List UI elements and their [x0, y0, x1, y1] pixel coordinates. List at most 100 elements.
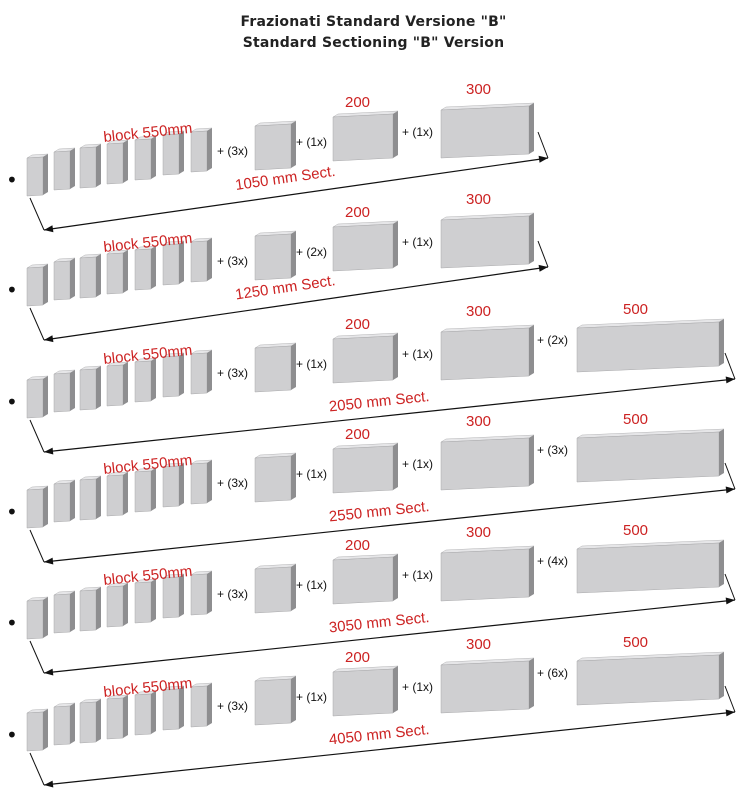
- block-150: [254, 675, 297, 726]
- block-150: [254, 452, 297, 503]
- label-200: 200: [345, 204, 370, 221]
- block-550-rib: [53, 369, 76, 413]
- section-length-label: 2550 mm Sect.: [328, 498, 430, 526]
- block-200: [332, 110, 399, 162]
- block-550-rib: [53, 257, 76, 301]
- block-500: [576, 428, 725, 483]
- block-300: [440, 212, 535, 269]
- block-550-rib: [162, 685, 185, 731]
- multiplier-300: + (1x): [402, 568, 433, 582]
- block-550-rib: [106, 471, 129, 517]
- block-300: [440, 545, 535, 602]
- block-550-rib: [79, 365, 102, 411]
- bullet-dot: •: [6, 168, 18, 192]
- section-length-label: 4050 mm Sect.: [328, 721, 430, 749]
- multiplier-300: + (1x): [402, 235, 433, 249]
- block-550-rib: [106, 139, 129, 185]
- block-550-rib: [162, 130, 185, 176]
- block-550-rib: [190, 570, 213, 616]
- label-300: 300: [466, 413, 491, 430]
- section-row: •block 550mm+ (3x)+ (1x)200+ (1x)300+ (4…: [6, 522, 736, 676]
- bullet-dot: •: [6, 390, 18, 414]
- block-550-rib: [26, 153, 49, 197]
- dimension-line: [29, 352, 736, 455]
- block-550-rib: [162, 462, 185, 508]
- bullet-dot: •: [6, 723, 18, 747]
- block-300: [440, 657, 535, 714]
- section-length-label: 3050 mm Sect.: [328, 609, 430, 637]
- block-500: [576, 318, 725, 373]
- block-550-rib: [79, 586, 102, 632]
- block-200: [332, 442, 399, 494]
- multiplier-300: + (1x): [402, 457, 433, 471]
- block-200: [332, 220, 399, 272]
- block-500: [576, 539, 725, 594]
- block-550-rib: [79, 253, 102, 299]
- block-550-rib: [53, 147, 76, 191]
- dimension-line: [29, 573, 736, 676]
- block-550-rib: [134, 578, 157, 624]
- multiplier-300: + (1x): [402, 347, 433, 361]
- page-subtitle: Standard Sectioning "B" Version: [242, 35, 505, 51]
- block-550-rib: [26, 375, 49, 419]
- block-550-rib: [79, 698, 102, 744]
- multiplier-200: + (1x): [296, 578, 327, 592]
- dimension-line: [29, 685, 736, 788]
- multiplier-150: + (3x): [217, 144, 248, 158]
- block-550-rib: [134, 357, 157, 403]
- section-length-label: 2050 mm Sect.: [328, 388, 430, 416]
- multiplier-200: + (2x): [296, 245, 327, 259]
- block-150: [254, 120, 297, 171]
- dimension-line: [29, 462, 736, 565]
- multiplier-300: + (1x): [402, 125, 433, 139]
- label-500: 500: [623, 522, 648, 539]
- multiplier-200: + (1x): [296, 357, 327, 371]
- block-550-rib: [134, 690, 157, 736]
- label-500: 500: [623, 634, 648, 651]
- section-row: •block 550mm+ (3x)+ (1x)200+ (1x)300+ (2…: [6, 301, 736, 455]
- multiplier-500: + (4x): [537, 554, 568, 568]
- bullet-dot: •: [6, 611, 18, 635]
- section-row: •block 550mm+ (3x)+ (1x)200+ (1x)3001050…: [6, 81, 549, 233]
- block-200: [332, 665, 399, 717]
- label-200: 200: [345, 649, 370, 666]
- section-row: •block 550mm+ (3x)+ (1x)200+ (1x)300+ (3…: [6, 411, 736, 565]
- block-550-rib: [53, 702, 76, 746]
- block-300: [440, 434, 535, 491]
- multiplier-200: + (1x): [296, 690, 327, 704]
- block-550-rib: [162, 573, 185, 619]
- multiplier-200: + (1x): [296, 467, 327, 481]
- block-550-rib: [53, 590, 76, 634]
- multiplier-150: + (3x): [217, 254, 248, 268]
- block-300: [440, 102, 535, 159]
- block-550-rib: [106, 582, 129, 628]
- block-500: [576, 651, 725, 706]
- multiplier-500: + (6x): [537, 666, 568, 680]
- label-200: 200: [345, 426, 370, 443]
- multiplier-150: + (3x): [217, 587, 248, 601]
- block-300: [440, 324, 535, 381]
- block-550-rib: [134, 135, 157, 181]
- block-550-rib: [26, 263, 49, 307]
- block-550-rib: [190, 349, 213, 395]
- multiplier-500: + (2x): [537, 333, 568, 347]
- block-550-rib: [190, 459, 213, 505]
- multiplier-150: + (3x): [217, 699, 248, 713]
- block-550-rib: [26, 485, 49, 529]
- label-300: 300: [466, 303, 491, 320]
- block-200: [332, 553, 399, 605]
- block-550-rib: [106, 249, 129, 295]
- page-title: Frazionati Standard Versione "B": [240, 14, 507, 30]
- dimension-line: [29, 131, 549, 233]
- label-300: 300: [466, 81, 491, 98]
- section-row: •block 550mm+ (3x)+ (1x)200+ (1x)300+ (6…: [6, 634, 736, 788]
- block-550-rib: [106, 361, 129, 407]
- label-300: 300: [466, 636, 491, 653]
- block-550-rib: [162, 352, 185, 398]
- multiplier-150: + (3x): [217, 366, 248, 380]
- label-200: 200: [345, 94, 370, 111]
- label-500: 500: [623, 411, 648, 428]
- block-550-rib: [26, 708, 49, 752]
- block-550-rib: [53, 479, 76, 523]
